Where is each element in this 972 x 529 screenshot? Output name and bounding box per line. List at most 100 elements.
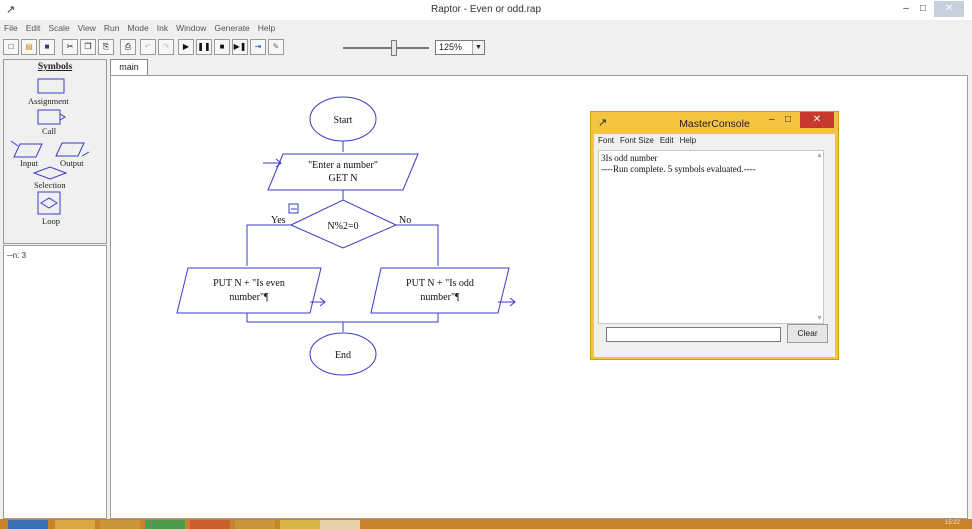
menu-run[interactable]: Run: [103, 23, 120, 33]
menu-bar: File Edit Scale View Run Mode Ink Window…: [0, 21, 279, 35]
chevron-down-icon[interactable]: ▼: [472, 41, 484, 54]
menu-help[interactable]: Help: [257, 23, 276, 33]
menu-ink[interactable]: Ink: [156, 23, 169, 33]
console-menu-font[interactable]: Font: [598, 136, 615, 145]
speed-slider[interactable]: [343, 40, 429, 56]
console-output-line: 3Is odd number: [601, 153, 658, 163]
output-odd-line2: number"¶: [420, 292, 460, 303]
taskbar-clock: 15:22: [944, 520, 960, 526]
undo-icon[interactable]: ↶: [140, 39, 156, 55]
toolbar: □ ▤ ■ ✂ ❐ ⎘ ⎙ ↶ ↷ ▶ ❚❚ ■ ▶❚ ⇥ ✎ 125% ▼: [0, 36, 972, 58]
menu-view[interactable]: View: [77, 23, 96, 33]
console-menu-help[interactable]: Help: [679, 136, 697, 145]
maximize-button[interactable]: □: [919, 3, 927, 14]
master-console-window: ↗ MasterConsole – □ ✕ Font Font Size Edi…: [590, 111, 839, 360]
input-line1-label: "Enter a number": [308, 160, 378, 171]
new-file-icon[interactable]: □: [3, 39, 19, 55]
execute-icon[interactable]: ▶: [178, 39, 194, 55]
input-symbol[interactable]: [267, 153, 419, 191]
symbol-output-label[interactable]: Output: [60, 158, 84, 168]
taskbar-app-icon[interactable]: [145, 520, 185, 529]
console-minimize-button[interactable]: –: [769, 114, 775, 125]
copy-icon[interactable]: ❐: [80, 39, 96, 55]
open-folder-icon[interactable]: ▤: [21, 39, 37, 55]
step-into-icon[interactable]: ⇥: [250, 39, 266, 55]
scroll-up-icon[interactable]: ▲: [816, 152, 823, 159]
menu-generate[interactable]: Generate: [214, 23, 250, 33]
decision-collapse-icon[interactable]: [288, 203, 299, 214]
clear-button[interactable]: Clear: [787, 324, 828, 343]
tab-main[interactable]: main: [110, 59, 148, 75]
end-terminal[interactable]: [309, 332, 377, 376]
flowchart: Start "Enter a number" GET N N%2=0 Yes N…: [176, 96, 516, 376]
output-odd-arrow-icon: [498, 297, 516, 307]
output-odd-symbol[interactable]: [370, 267, 510, 314]
call-symbol-icon[interactable]: [37, 109, 71, 125]
scroll-down-icon[interactable]: ▼: [816, 315, 823, 322]
selection-symbol-icon[interactable]: [32, 166, 68, 180]
zoom-select[interactable]: 125% ▼: [435, 40, 485, 55]
speed-slider-thumb[interactable]: [391, 40, 397, 56]
loop-symbol-icon[interactable]: [35, 191, 65, 215]
close-button[interactable]: ✕: [934, 1, 964, 17]
input-symbol-icon[interactable]: [10, 140, 44, 158]
step-icon[interactable]: ▶❚: [232, 39, 248, 55]
redo-icon[interactable]: ↷: [158, 39, 174, 55]
flowchart-canvas[interactable]: Start "Enter a number" GET N N%2=0 Yes N…: [110, 75, 968, 519]
output-even-line2: number"¶: [229, 292, 269, 303]
output-odd-line1: PUT N + "Is odd: [406, 278, 474, 289]
taskbar-chrome-icon[interactable]: [190, 520, 230, 529]
input-line2-label: GET N: [329, 173, 358, 184]
yes-branch-connector: [246, 224, 291, 266]
menu-window[interactable]: Window: [176, 23, 207, 33]
output-symbol-icon[interactable]: [54, 140, 90, 158]
console-maximize-button[interactable]: □: [785, 114, 792, 125]
menu-file[interactable]: File: [4, 23, 18, 33]
decision-label: N%2=0: [327, 221, 358, 232]
pause-icon[interactable]: ❚❚: [196, 39, 212, 55]
variables-panel: ─n: 3: [3, 245, 107, 519]
end-label: End: [335, 350, 351, 361]
menu-mode[interactable]: Mode: [127, 23, 149, 33]
menu-edit[interactable]: Edit: [25, 23, 41, 33]
console-body: Font Font Size Edit Help 3Is odd number …: [594, 134, 835, 357]
paste-icon[interactable]: ⎘: [98, 39, 114, 55]
console-menu-edit[interactable]: Edit: [659, 136, 674, 145]
no-branch-connector: [396, 224, 439, 266]
symbols-panel: Symbols Assignment Call Input Output Sel…: [3, 59, 107, 244]
cut-icon[interactable]: ✂: [62, 39, 78, 55]
taskbar-app2-icon[interactable]: [280, 520, 320, 529]
speed-slider-track: [343, 47, 429, 49]
symbol-loop-label[interactable]: Loop: [42, 216, 60, 226]
assignment-symbol-icon[interactable]: [37, 78, 65, 94]
console-title-bar: ↗ MasterConsole – □ ✕: [591, 112, 838, 134]
symbols-title: Symbols: [37, 62, 73, 72]
console-title: MasterConsole: [679, 118, 750, 130]
merge-connector: [246, 313, 439, 323]
minimize-button[interactable]: –: [903, 3, 909, 14]
yes-label: Yes: [271, 215, 286, 226]
symbol-input-label[interactable]: Input: [20, 158, 38, 168]
menu-scale[interactable]: Scale: [48, 23, 70, 33]
symbol-call-label[interactable]: Call: [42, 126, 57, 136]
raptor-app-icon: ↗: [6, 4, 16, 16]
console-menu-font-size[interactable]: Font Size: [620, 136, 654, 145]
taskbar-folder-icon[interactable]: [235, 520, 275, 529]
pen-icon[interactable]: ✎: [268, 39, 284, 55]
taskbar-explorer-icon[interactable]: [100, 520, 140, 529]
print-icon[interactable]: ⎙: [120, 39, 136, 55]
console-scrollbar[interactable]: ▲ ▼: [815, 151, 825, 323]
stop-icon[interactable]: ■: [214, 39, 230, 55]
no-label: No: [399, 215, 411, 226]
console-menu-bar: Font Font Size Edit Help: [598, 136, 696, 145]
console-output[interactable]: 3Is odd number ----Run complete. 5 symbo…: [598, 150, 824, 324]
taskbar-ie-icon[interactable]: [55, 520, 95, 529]
console-input[interactable]: [606, 327, 781, 342]
save-icon[interactable]: ■: [39, 39, 55, 55]
console-close-button[interactable]: ✕: [800, 112, 834, 128]
symbol-assignment-label[interactable]: Assignment: [28, 96, 69, 106]
symbol-selection-label[interactable]: Selection: [34, 180, 66, 190]
start-icon[interactable]: [8, 520, 48, 529]
taskbar-raptor-icon[interactable]: [320, 520, 360, 529]
output-even-symbol[interactable]: [176, 267, 322, 314]
